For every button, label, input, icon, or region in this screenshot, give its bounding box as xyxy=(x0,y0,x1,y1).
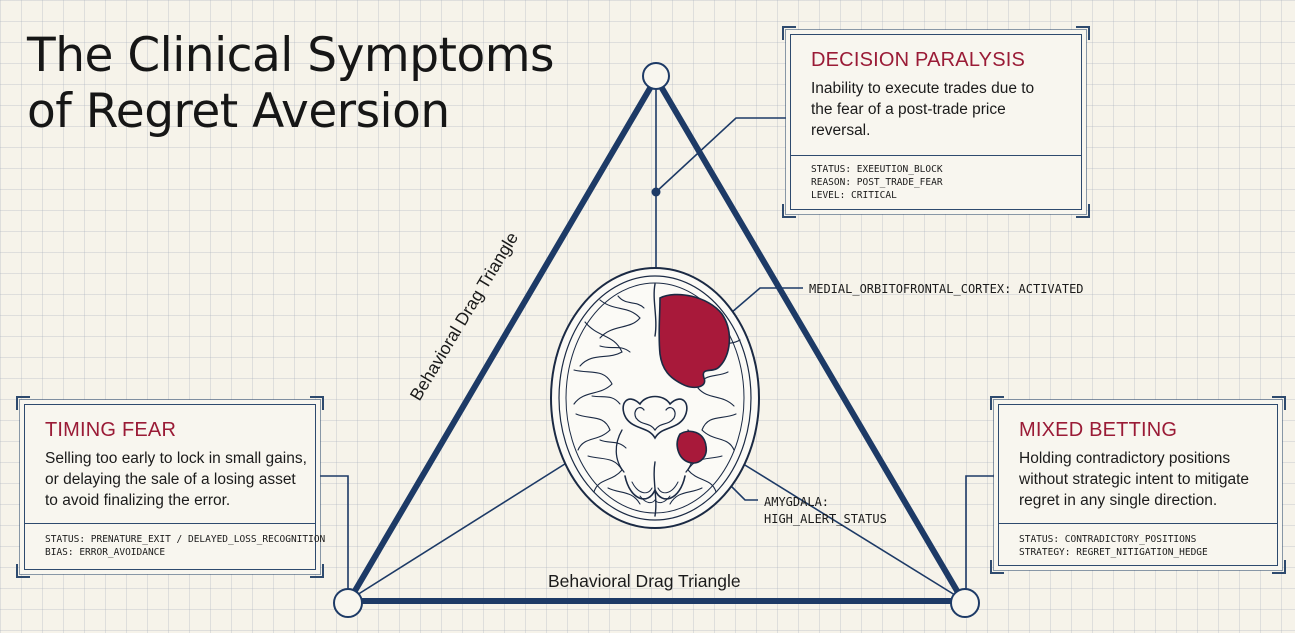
decision-paralysis-status: STATUS: EXEEUTION_BLOCK REASON: POST_TRA… xyxy=(811,163,943,202)
card-divider xyxy=(999,523,1277,524)
right-inner-line xyxy=(739,461,964,601)
decision-paralysis-card: DECISION PARALYSIS Inability to execute … xyxy=(782,26,1090,218)
connector-lines xyxy=(314,88,998,601)
mixed-betting-description: Holding contradictory positions without … xyxy=(1019,450,1250,509)
amygdala-highlight xyxy=(676,430,708,464)
decision-connector xyxy=(655,117,795,193)
timing-fear-status: STATUS: PRENATURE_EXIT / DELAYED_LOSS_RE… xyxy=(45,533,325,559)
decision-paralysis-description: Inability to execute trades due to the f… xyxy=(811,80,1035,139)
mixed-connector xyxy=(965,475,998,600)
timing-fear-card: TIMING FEAR Selling too early to lock in… xyxy=(16,396,325,578)
page-title: The Clinical Symptoms of Regret Aversion xyxy=(27,28,555,140)
orbitofrontal-highlight xyxy=(658,293,731,389)
decision-paralysis-title: DECISION PARALYSIS xyxy=(811,49,1026,71)
status-line: STATUS: CONTRADICTORY_POSITIONS xyxy=(1019,534,1197,545)
mixed-betting-status: STATUS: CONTRADICTORY_POSITIONS STRATEGY… xyxy=(1019,533,1208,559)
card-divider xyxy=(791,155,1081,156)
card-divider xyxy=(25,523,315,524)
status-line: REASON: POST_TRADE_FEAR xyxy=(811,177,943,188)
status-line: STRATEGY: REGRET_NITIGATION_HEDGE xyxy=(1019,547,1208,558)
brain-axial-illustration xyxy=(550,267,760,529)
timing-fear-title: TIMING FEAR xyxy=(45,419,177,441)
amygdala-label-line-2: HIGH_ALERT_STATUS xyxy=(764,512,887,526)
left-inner-line xyxy=(348,461,569,601)
cortex-label: MEDIAL_ORBITOFRONTAL_CORTEX: ACTIVATED xyxy=(809,282,1084,296)
behavioral-drag-triangle xyxy=(346,75,966,604)
vertex-left xyxy=(333,588,363,618)
mixed-betting-title: MIXED BETTING xyxy=(1019,419,1178,441)
amygdala-label: AMYGDALA: HIGH_ALERT_STATUS xyxy=(764,494,887,528)
status-line: LEVEL: CRITICAL xyxy=(811,190,897,201)
triangle-bottom-label: Behavioral Drag Triangle xyxy=(548,571,741,591)
mixed-betting-card: MIXED BETTING Holding contradictory posi… xyxy=(990,396,1286,574)
timing-connector xyxy=(314,475,349,600)
amygdala-label-line-1: AMYGDALA: xyxy=(764,495,830,509)
status-line: STATUS: PRENATURE_EXIT / DELAYED_LOSS_RE… xyxy=(45,534,326,545)
title-line-1: The Clinical Symptoms xyxy=(27,28,555,83)
status-line: STATUS: EXEEUTION_BLOCK xyxy=(811,164,943,175)
timing-fear-description: Selling too early to lock in small gains… xyxy=(45,450,307,509)
title-line-2: of Regret Aversion xyxy=(27,84,450,139)
vertex-top xyxy=(642,62,670,90)
vertex-right xyxy=(950,588,980,618)
status-line: BIAS: ERROR_AVOIDANCE xyxy=(45,547,166,558)
